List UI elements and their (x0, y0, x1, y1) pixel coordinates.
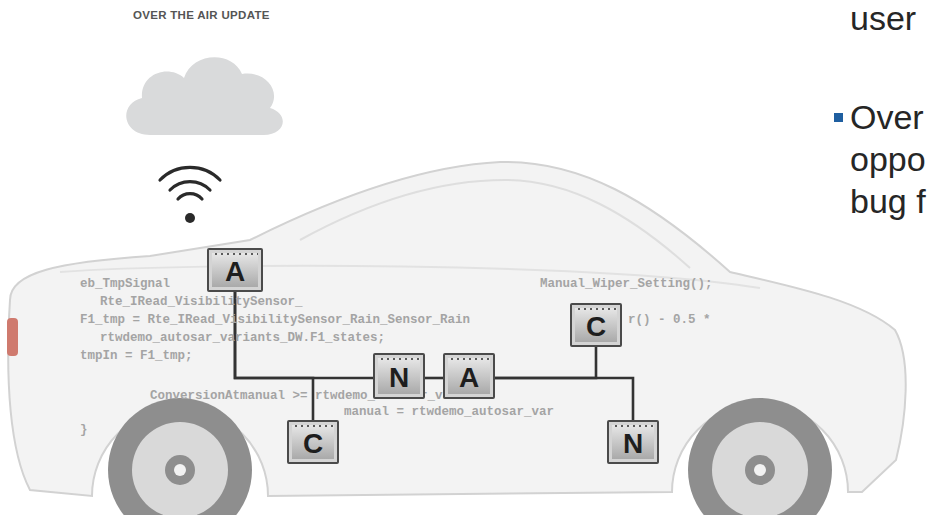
ecu-box: C (570, 303, 622, 347)
ecu-letter: C (303, 426, 323, 458)
front-wheel (688, 398, 832, 515)
ecu-box: N (607, 420, 659, 464)
car-window-line (300, 180, 690, 268)
bullet-text: bug f (850, 181, 926, 221)
bullet-text: user (850, 0, 916, 38)
ecu-letter: C (586, 309, 606, 341)
code-fragment: Rte_IRead_VisibilitySensor_ (100, 294, 303, 310)
section-label: OVER THE AIR UPDATE (133, 9, 270, 21)
ecu-letter: A (459, 360, 479, 392)
code-fragment: r() - 0.5 * (628, 312, 711, 328)
bullet-text: Over (850, 97, 924, 137)
code-fragment: ConversionAtmanual >= rtwdemo_autosar_va… (150, 388, 488, 404)
code-fragment: Manual_Wiper_Setting(); (540, 276, 713, 292)
ecu-letter: A (225, 254, 245, 286)
network-bus (495, 347, 596, 378)
ecu-box: A (443, 353, 495, 399)
code-fragment: tmpIn = F1_tmp; (80, 348, 193, 364)
code-fragment: F1_tmp = Rte_IRead_VisibilitySensor_Rain… (80, 312, 470, 328)
bullet-text: oppo (850, 139, 926, 179)
ecu-box: N (373, 353, 425, 399)
code-fragment: rtwdemo_autosar_variants_DW.F1_states; (100, 330, 385, 346)
ecu-box: C (287, 420, 339, 464)
code-fragment: } (80, 422, 88, 438)
code-fragment: eb_TmpSignal (80, 276, 170, 292)
network-bus (425, 377, 443, 380)
wifi-dot (185, 213, 195, 223)
ecu-letter: N (623, 426, 643, 458)
bullet-square (834, 113, 843, 122)
tail-light (7, 318, 18, 356)
wifi-symbol (160, 167, 220, 199)
rear-wheel (108, 398, 252, 515)
ecu-box: A (207, 248, 263, 292)
code-fragment: manual = rtwdemo_autosar_var (344, 404, 554, 420)
cloud (126, 57, 283, 135)
ecu-letter: N (389, 360, 409, 392)
